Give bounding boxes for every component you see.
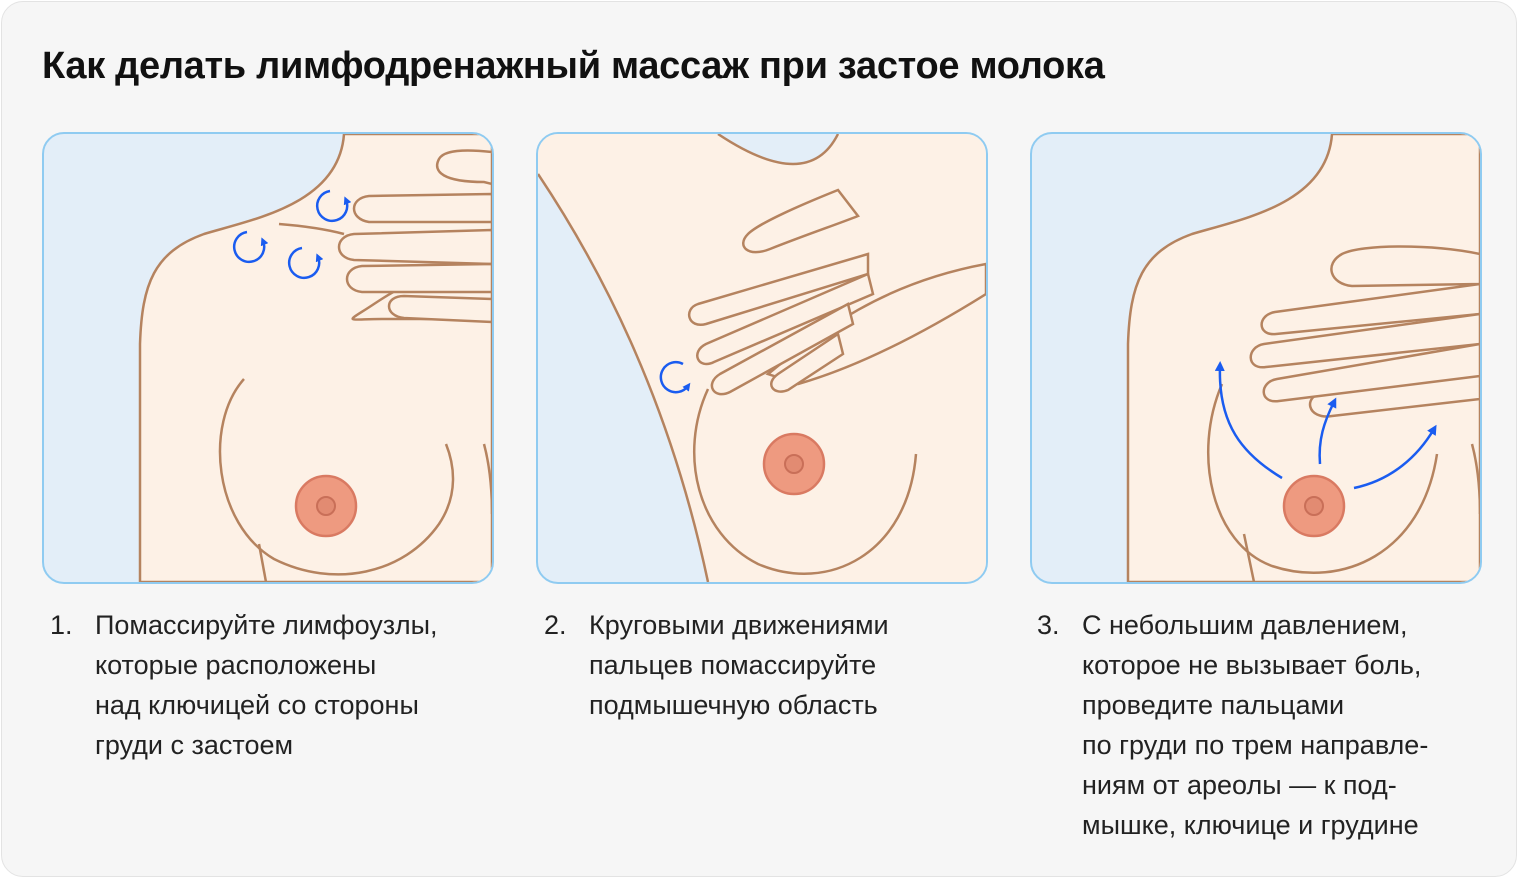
step-text: Круговыми движениями пальцев помассируйт… [589, 610, 889, 720]
circular-arrow-icon [315, 189, 352, 223]
step-number: 3. [1037, 610, 1060, 640]
illustration-panel-3 [1030, 132, 1482, 584]
hand-icon [1249, 245, 1480, 418]
circular-arrow-icons [232, 189, 352, 280]
arrow-up-right-icon [1353, 424, 1437, 490]
step-number: 1. [50, 610, 73, 640]
armpit-massage-illustration [538, 134, 986, 582]
hand-icon [687, 188, 986, 396]
illustration-panel-2 [536, 132, 988, 584]
breast-stroke-illustration [1126, 134, 1480, 582]
nipple [1304, 496, 1324, 516]
nipple [784, 454, 804, 474]
circular-arrow-icon [287, 246, 324, 280]
circular-arrow-icon [232, 230, 269, 264]
step-text: С небольшим давлением, которое не вызыва… [1082, 610, 1429, 840]
hand-icon [337, 149, 492, 324]
collarbone-line [278, 222, 345, 236]
page-title: Как делать лимфодренажный массаж при зас… [42, 45, 1105, 87]
step-text: Помассируйте лимфоузлы, которые располож… [95, 610, 438, 760]
illustration-panel-1 [42, 132, 494, 584]
arm-outline [538, 173, 710, 582]
arrow-up-icon [1318, 397, 1337, 465]
direction-arrows [1214, 361, 1437, 490]
shoulder-massage-illustration [138, 134, 492, 582]
nipple [316, 496, 336, 516]
circular-arrow-icon [659, 360, 691, 394]
step-number: 2. [544, 610, 567, 640]
arrow-up-left-icon [1214, 361, 1283, 480]
